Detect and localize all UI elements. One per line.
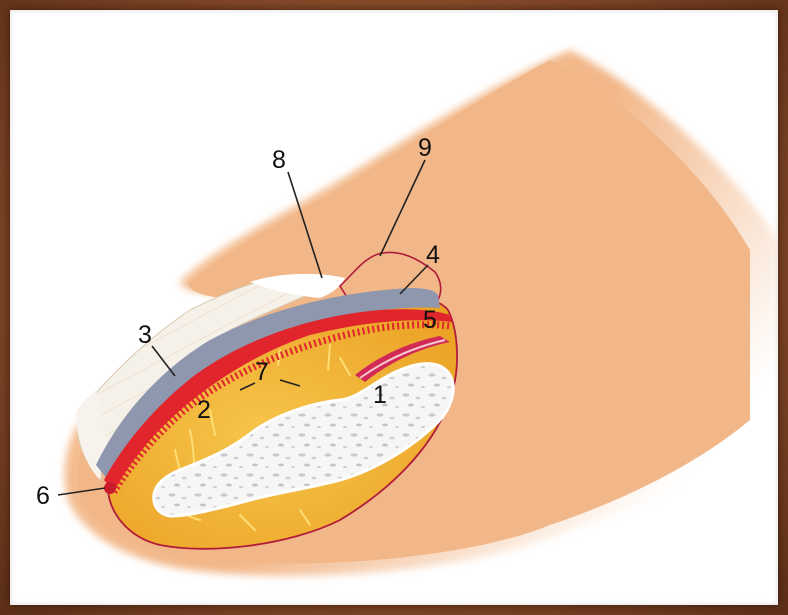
label-4: 4 <box>426 241 440 269</box>
fingertip-anatomy-diagram: 1 2 3 4 5 6 7 8 9 <box>10 10 778 605</box>
label-1: 1 <box>373 381 387 409</box>
hyponychium-marker <box>104 482 116 494</box>
label-9: 9 <box>418 134 432 162</box>
label-7: 7 <box>255 358 269 386</box>
diagram-canvas: 1 2 3 4 5 6 7 8 9 <box>10 10 778 605</box>
label-8: 8 <box>272 146 286 174</box>
label-5: 5 <box>423 306 437 334</box>
label-2: 2 <box>197 396 211 424</box>
label-3: 3 <box>138 321 152 349</box>
label-6: 6 <box>36 482 50 510</box>
